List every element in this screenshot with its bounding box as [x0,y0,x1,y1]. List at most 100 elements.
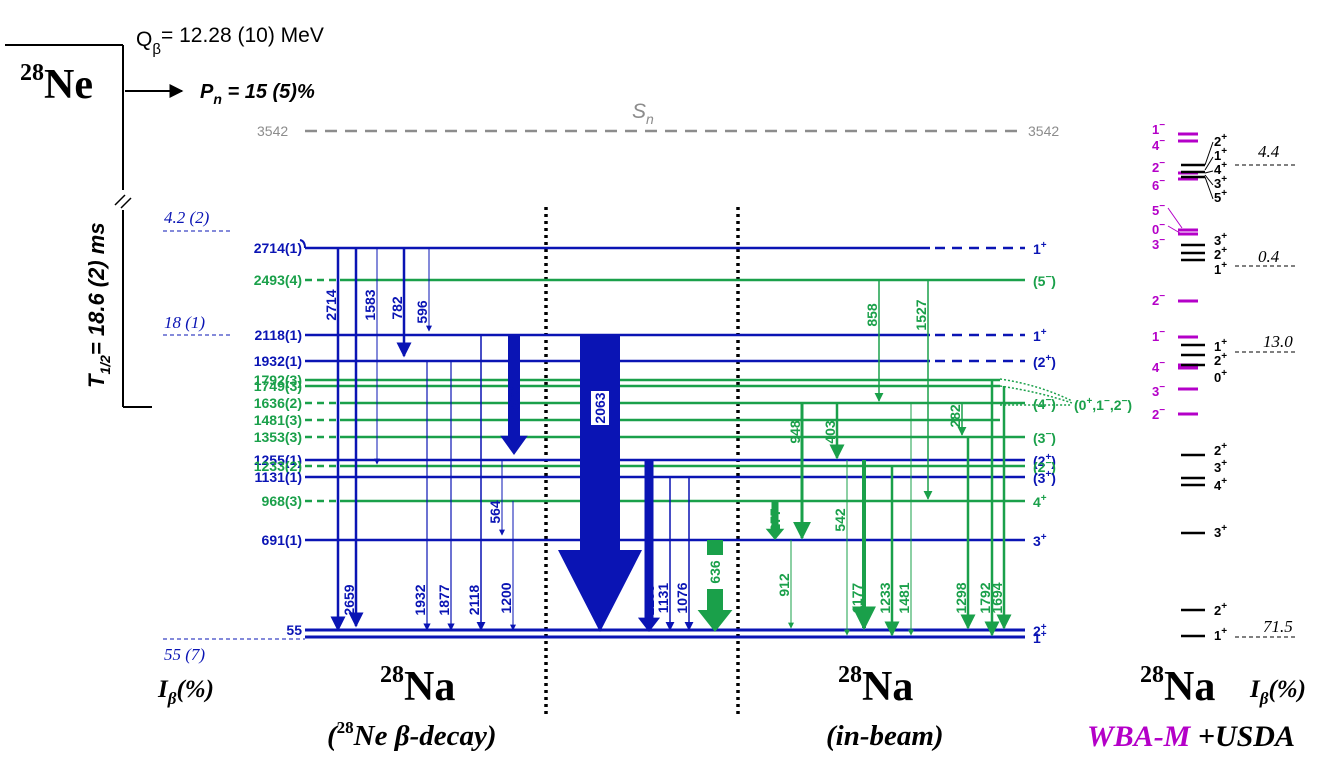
level-energy-label: 1131(1) [255,469,302,485]
transition-energy-label: 2063 [592,392,608,423]
level-energy-label: 691(1) [262,532,302,548]
q-value: Qβ= 12.28 (10) MeV [136,24,324,58]
level-energy-label: 2714(1) [254,240,302,256]
level-spin-label: 4+ [1033,493,1047,510]
theory-spin-positive: 0+ [1214,368,1227,385]
transition-energy-label: 863 [506,386,522,410]
theory-spin-positive: 2+ [1214,245,1227,262]
transition-arrow [558,335,642,632]
neutron-separation-energy: 3542 3542 Sn [257,100,1059,139]
level-spin-label: (3+) [1033,469,1056,486]
theory-spin-positive: 2+ [1214,601,1227,618]
level-energy-label: 55 [286,622,302,638]
sn-label: Sn [632,100,654,127]
transition-energy-label: 2118 [466,585,482,616]
theory-spin-negative: 1− [1152,120,1165,137]
level-energy-label: 1932(1) [254,353,302,369]
theory-beta-intensity: 71.5 [1263,617,1293,636]
parent-nucleus: 28Ne Qβ= 12.28 (10) MeV Pn = 15 (5)% T1/… [5,24,324,408]
theory-spin-positive: 3+ [1214,231,1227,248]
transition-energy-label: 1481 [896,582,912,613]
transition-energy-label: 1076 [674,582,690,613]
theory-spin-positive: 1+ [1214,260,1227,277]
theory-beta-intensity: 13.0 [1263,332,1293,351]
theory-spin-negative: 5− [1152,201,1165,218]
transition-energy-label: 2714 [323,289,339,320]
theory-spin-positive: 1+ [1214,146,1227,163]
theory-leader [1204,141,1214,200]
theory-spin-positive: 5+ [1214,188,1227,205]
level-energy-label: 1792(3) [254,372,302,388]
level-spin-labels: 1+(5−)1+(2+)(4−)(3−)(2+)(2−)(3+)4+3+2+1+ [1033,240,1056,646]
transition-energy-label: 1877 [436,584,452,615]
transition-energy-label: 277 [767,508,783,532]
transition-energy-label: 782 [389,296,405,320]
level-energy-label: 1749(3) [254,378,302,394]
theory-spin-negative: 3− [1152,235,1165,252]
transition-arrow [765,501,785,540]
decay-nucleus-label: 28Na [380,662,455,710]
half-life: T1/2= 18.6 (2) ms [84,222,113,388]
transition-energy-label: 912 [776,573,792,597]
group-spin-label: (0+,1−,2−) [999,378,1132,413]
transition-label-box [591,391,609,425]
level-spin-label: 3+ [1033,532,1047,549]
theory-levels: 1−4−2−6−5−0−3−2−1−4−3−2−2+1+4+3+5+3+2+1+… [1152,120,1298,643]
transition-arrow [637,460,661,632]
theory-spin-positive: 2+ [1214,441,1227,458]
transition-energy-label: 1527 [913,299,929,330]
level-spin-label: (3−) [1033,429,1056,446]
theory-spin-positive: 4+ [1214,476,1227,493]
transition-energy-label: 948 [787,420,803,444]
beta-intensity-label-right: Iβ(%) [1249,676,1306,708]
level-spin-label: (2−) [1033,458,1056,475]
sn-energy-left: 3542 [257,123,288,139]
transition-energy-label: 1792 [977,582,993,613]
transition-arrow [500,335,528,455]
level-energy-label: 1233(2) [254,458,302,474]
transition-energy-label: 1255 [641,584,657,615]
theory-spin-negative: 1− [1152,327,1165,344]
transition-energy-label: 1932 [412,584,428,615]
theory-spin-positive: 1+ [1214,337,1227,354]
neutron-emission-probability: Pn = 15 (5)% [200,81,315,107]
beta-feeding-2714: 4.2 (2) [164,208,210,227]
level-spin-label: (2+) [1033,353,1056,370]
inbeam-caption: (in-beam) [826,720,944,752]
decay-caption: (28Ne β-decay) [327,718,497,752]
theory-spin-positive: 3+ [1214,174,1227,191]
level-spin-label: (4−) [1033,395,1056,412]
level-energy-label: 1353(3) [254,429,302,445]
theory-spin-negative: 3− [1152,382,1165,399]
transition-energy-label: 1298 [953,582,969,613]
level-energy-label: 968(3) [262,493,302,509]
level-spin-label: 1+ [1033,240,1047,257]
transition-energy-label: 542 [832,508,848,532]
theory-spin-negative: 0− [1152,220,1165,237]
transition-energy-label: 564 [487,500,503,524]
parent-nucleus-label: 28Ne [20,60,93,108]
footer: 28Na (28Ne β-decay) 28Na (in-beam) 28Na … [157,662,1306,753]
model-label: WBA-M +USDA [1087,720,1295,753]
theory-beta-intensity: 4.4 [1258,142,1280,161]
theory-spin-negative: 2− [1152,405,1165,422]
leader [232,231,300,240]
transition-energy-label: 636 [707,560,723,584]
theory-spin-negative: 2− [1152,291,1165,308]
transition-energy-label: 1131 [655,583,671,614]
theory-spin-positive: 2+ [1214,132,1227,149]
theory-spin-negative: 4− [1152,358,1165,375]
theory-spin-positive: 3+ [1214,523,1227,540]
theory-leader [1167,207,1183,234]
transition-energy-label: 596 [414,300,430,324]
transition-energy-label: 403 [822,420,838,444]
theory-spin-negative: 2− [1152,158,1165,175]
theory-spin-negative: 6− [1152,176,1165,193]
theory-beta-intensity: 0.4 [1258,247,1280,266]
theory-spin-positive: 1+ [1214,626,1227,643]
inbeam-nucleus-label: 28Na [838,662,913,710]
beta-feeding-2118: 18 (1) [164,313,205,332]
theory-nucleus-label: 28Na [1140,662,1215,710]
